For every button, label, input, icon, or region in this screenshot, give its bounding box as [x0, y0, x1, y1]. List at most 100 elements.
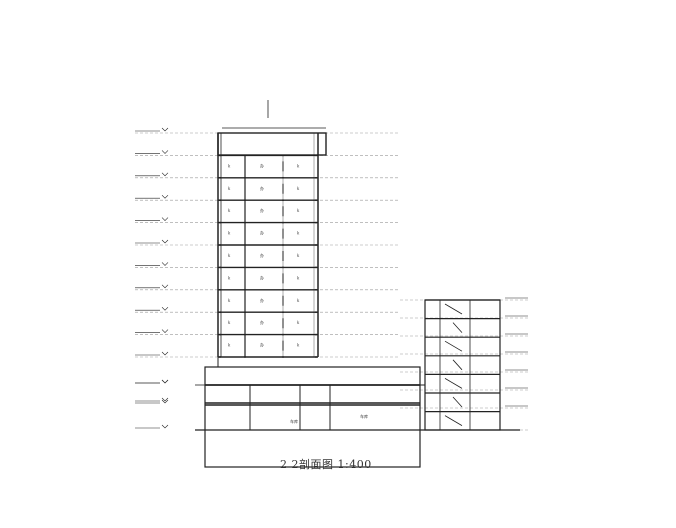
beam-dot	[244, 199, 246, 202]
room-label: 办	[260, 185, 264, 191]
room-label: k	[228, 163, 231, 168]
beam-dot	[244, 311, 246, 314]
level-triangle	[161, 399, 169, 404]
room-label: k	[228, 343, 231, 348]
room-label: 办	[260, 162, 264, 168]
stair-flight	[444, 378, 463, 389]
level-triangle	[161, 284, 169, 289]
beam-dot	[282, 288, 284, 291]
beam-dot	[282, 333, 284, 336]
beam-dot	[219, 199, 221, 202]
beam-dot	[219, 333, 221, 336]
stair-flight	[452, 396, 463, 408]
stair-flight	[452, 359, 463, 371]
beam-dot	[219, 266, 221, 269]
room-label: 办	[260, 342, 264, 348]
stair-flight	[444, 303, 463, 315]
beam-dot	[244, 266, 246, 269]
beam-dot	[219, 244, 221, 246]
beam-dot	[282, 356, 284, 358]
beam-dot	[244, 176, 246, 179]
level-triangle	[161, 397, 169, 402]
room-label: 办	[260, 252, 264, 258]
stair-flight	[452, 322, 463, 333]
beam-dot	[282, 154, 284, 157]
level-triangle	[161, 127, 169, 132]
room-label: k	[297, 275, 300, 280]
beam-dot	[282, 176, 284, 179]
level-marks	[135, 127, 528, 429]
room-label: k	[297, 163, 300, 168]
room-label: k	[297, 320, 300, 325]
room-label: 车库	[360, 413, 368, 419]
level-triangle	[161, 351, 169, 356]
beam-dot	[282, 266, 284, 269]
beam-dot	[282, 244, 284, 246]
room-label: 办	[260, 319, 264, 325]
beam-dot	[219, 311, 221, 314]
tower-section: k 办 k k 办 k k 办 k k 办 k k 办 k k 办 k k 办 k k 办 k k 办 k	[217, 100, 327, 358]
room-label: 办	[260, 230, 264, 236]
stair-flight	[444, 415, 463, 426]
beam-dot	[315, 221, 317, 224]
beam-dot	[244, 244, 246, 246]
beam-dot	[282, 199, 284, 202]
beam-dot	[315, 266, 317, 269]
beam-dot	[244, 154, 246, 157]
beam-dot	[219, 176, 221, 179]
room-label: k	[297, 298, 300, 303]
room-label: 办	[260, 297, 264, 303]
beam-dot	[282, 311, 284, 314]
room-label: k	[297, 231, 300, 236]
room-label: 办	[260, 207, 264, 213]
beam-dot	[219, 154, 221, 157]
level-triangle	[161, 262, 169, 266]
beam-dot	[244, 221, 246, 224]
level-triangle	[161, 306, 169, 311]
beam-dot	[315, 356, 317, 358]
room-label: k	[228, 253, 231, 258]
room-label: k	[228, 320, 231, 325]
level-triangle	[161, 194, 169, 199]
room-label: k	[297, 208, 300, 213]
roof-machine-room	[217, 132, 327, 156]
beam-dot	[219, 356, 221, 358]
level-triangle	[161, 150, 169, 154]
room-label: k	[228, 231, 231, 236]
room-label: k	[228, 298, 231, 303]
level-triangle	[161, 172, 169, 177]
room-label: k	[297, 253, 300, 258]
beam-dot	[244, 356, 246, 358]
stair-flight	[444, 340, 463, 352]
beam-dot	[315, 244, 317, 246]
drawing-title: 2 2剖面图 1:400	[280, 458, 372, 471]
level-triangle	[161, 217, 169, 222]
podium-outline	[204, 366, 421, 468]
room-label: 办	[260, 274, 264, 280]
level-triangle	[161, 329, 169, 334]
beam-dot	[315, 176, 317, 179]
beam-dot	[315, 311, 317, 314]
room-label: k	[228, 186, 231, 191]
beam-dot	[315, 199, 317, 202]
beam-dot	[282, 221, 284, 224]
beam-dot	[219, 221, 221, 224]
room-label: k	[297, 186, 300, 191]
room-label: k	[228, 208, 231, 213]
room-label: k	[297, 343, 300, 348]
level-triangle	[161, 379, 169, 384]
right-block-outline	[424, 299, 501, 431]
beam-dot	[315, 154, 317, 157]
room-label: k	[228, 275, 231, 280]
beam-dot	[315, 288, 317, 291]
level-triangle	[161, 239, 169, 244]
beam-dot	[244, 288, 246, 291]
right-block-section	[420, 299, 501, 431]
level-triangle	[161, 424, 169, 429]
beam-dot	[219, 288, 221, 291]
beam-dot	[315, 333, 317, 336]
beam-dot	[244, 333, 246, 336]
level-triangle	[161, 379, 169, 384]
